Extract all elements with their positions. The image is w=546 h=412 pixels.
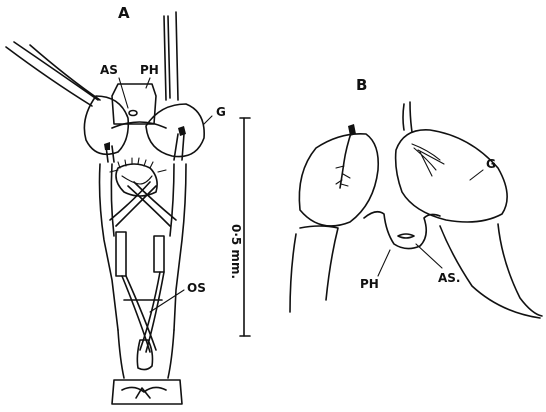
panel-b-drawing — [290, 102, 542, 318]
panel-b-label: B — [356, 76, 367, 94]
panel-b-leaders — [378, 170, 483, 276]
panel-a-g-label: G — [216, 105, 226, 119]
panel-a-as-label: AS — [100, 63, 118, 77]
panel-a-ph-label: PH — [140, 63, 159, 77]
panel-b-ph-label: PH — [360, 277, 379, 291]
panel-a-os-label: OS — [187, 281, 206, 295]
panel-b-as-label: AS. — [438, 271, 461, 285]
panel-a-label: A — [118, 4, 130, 22]
panel-b-g-label: G — [486, 157, 496, 171]
scale-bar-label: 0·5 mm. — [229, 224, 243, 279]
